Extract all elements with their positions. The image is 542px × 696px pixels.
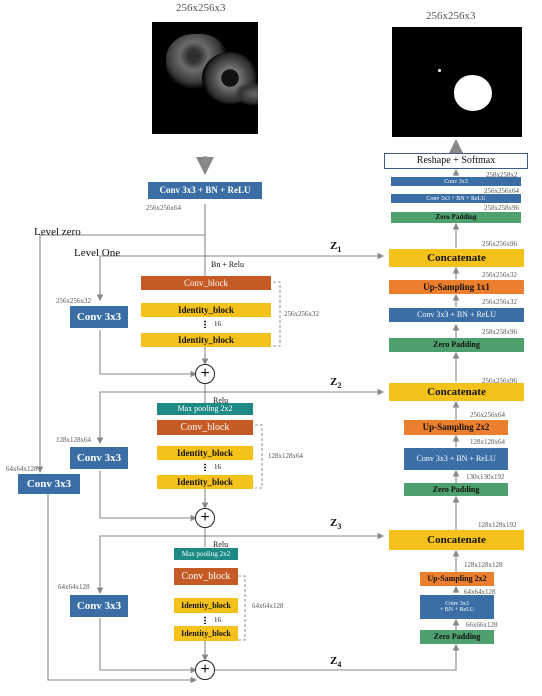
dec-zp1-size: 258x258x96	[482, 328, 517, 336]
l2-add-icon: +	[195, 508, 215, 528]
dec-concat1-size: 256x256x96	[482, 240, 517, 248]
l3-conv-block: Conv_block	[174, 568, 238, 585]
dec-top-conv-bn-size: 256x256x64	[484, 187, 519, 195]
l2-conv-block: Conv_block	[157, 420, 253, 435]
l3-identity-block-2: Identity_block	[174, 626, 238, 641]
l1-add-icon: +	[195, 364, 215, 384]
dec-up1-size: 256x256x32	[482, 271, 517, 279]
dec-up2-size: 256x256x64	[470, 411, 505, 419]
dec-conv2: Conv 3x3 + BN + ReLU	[404, 448, 508, 470]
l1-conv-block: Conv_block	[141, 276, 271, 290]
l1-skip-size: 256x256x32	[56, 297, 91, 305]
input-mri-image	[152, 22, 258, 134]
l2-brace-size: 128x128x64	[268, 452, 303, 460]
l1-identity-block-1: Identity_block	[141, 303, 271, 317]
l3-skip-down	[99, 618, 198, 674]
l3-ellipsis	[204, 616, 206, 624]
dec-zero-padding-3: Zero Padding	[420, 630, 494, 644]
level-one-line	[96, 255, 205, 302]
brace-l3	[238, 575, 246, 641]
l3-brace-size: 64x64x128	[252, 602, 284, 610]
dec-conv3-line1: Conv 3x3	[445, 601, 469, 607]
l2-skip-conv: Conv 3x3	[70, 447, 128, 469]
input-size-label: 256x256x3	[176, 2, 226, 14]
l2-maxpool: Max pooling 2x2	[157, 403, 253, 415]
l1-skip-down	[99, 330, 198, 378]
brace-l2	[255, 424, 263, 489]
dec-concat1: Concatenate	[389, 249, 524, 267]
l3-skip-conv: Conv 3x3	[70, 595, 128, 617]
dec-top-zp-size: 258x258x96	[484, 204, 519, 212]
relu-label-2: Relu	[213, 540, 229, 549]
l3-repeat-count: 16	[214, 616, 221, 624]
dec-conv1: Conv 3x3 + BN + ReLU	[389, 308, 524, 322]
l2-skip-down	[99, 471, 198, 522]
dec-top-conv: Conv 3x3	[391, 177, 521, 186]
brace-l1	[273, 281, 281, 347]
l1-repeat-count: 16	[214, 320, 221, 328]
l1-skip-conv: Conv 3x3	[70, 306, 128, 328]
dec-concat2-size: 256x256x96	[482, 377, 517, 385]
dec-conv3-size: 64x64x128	[464, 588, 496, 596]
dec-concat3: Concatenate	[389, 530, 524, 550]
dec-top-conv-size: 258x258x2	[486, 171, 518, 179]
dec-reshape-softmax: Reshape + Softmax	[384, 153, 528, 169]
dec-conv3: Conv 3x3 + BN + ReLU	[420, 595, 494, 619]
l1-brace-size: 256x256x32	[284, 310, 319, 318]
l3-branch	[96, 535, 205, 595]
enc-top-conv: Conv 3x3 + BN + ReLU	[148, 182, 262, 199]
dec-zero-padding-1: Zero Padding	[389, 338, 524, 352]
level-zero-label: Level zero	[34, 226, 81, 238]
l0-skip-conv: Conv 3x3	[18, 474, 80, 494]
l2-ellipsis	[204, 463, 206, 471]
l1-identity-block-2: Identity_block	[141, 333, 271, 347]
l3-maxpool: Max pooling 2x2	[174, 548, 238, 560]
l3-identity-block-1: Identity_block	[174, 598, 238, 613]
dec-concat3-size: 128x128x192	[478, 521, 517, 529]
dec-zero-padding-2: Zero Padding	[404, 483, 508, 496]
dec-up3-size: 128x128x128	[464, 561, 503, 569]
dec-up-sampling-3: Up-Sampling 2x2	[420, 572, 494, 586]
level-zero-line	[36, 234, 205, 474]
l2-repeat-count: 16	[214, 463, 221, 471]
l3-add-icon: +	[195, 660, 215, 680]
l0-skip-size: 64x64x128	[6, 465, 38, 473]
dec-top-zero-padding: Zero Padding	[391, 212, 521, 223]
z4-line	[215, 643, 460, 671]
enc-top-conv-size: 256x256x64	[146, 204, 181, 212]
l2-identity-block-2: Identity_block	[157, 475, 253, 489]
dec-zp3-size: 66x66x128	[466, 621, 498, 629]
dec-top-conv-bn: Conv 3x3 + BN + ReLU	[391, 194, 521, 203]
dec-up-sampling-1: Up-Sampling 1x1	[389, 280, 524, 294]
l1-ellipsis	[204, 320, 206, 328]
dec-concat2: Concatenate	[389, 383, 524, 401]
dec-zp2-size: 130x130x192	[466, 473, 505, 481]
l2-branch	[96, 391, 205, 445]
output-mask-image	[392, 27, 522, 137]
level-zero-return	[47, 493, 198, 684]
relu-label-1: Relu	[213, 396, 229, 405]
l2-skip-size: 128x128x64	[56, 436, 91, 444]
dec-conv1-size: 256x256x32	[482, 298, 517, 306]
z3-label: Z3	[330, 517, 342, 532]
dec-conv2-size: 128x128x64	[470, 438, 505, 446]
output-size-label: 256x256x3	[426, 10, 476, 22]
z1-label: Z1	[330, 240, 342, 255]
l3-skip-size: 64x64x128	[58, 583, 90, 591]
dec-conv3-line2: + BN + ReLU	[439, 607, 475, 613]
level-one-label: Level One	[74, 247, 121, 259]
l2-identity-block-1: Identity_block	[157, 446, 253, 460]
dec-up-sampling-2: Up-Sampling 2x2	[404, 420, 508, 435]
bn-relu-label: Bn + Relu	[211, 260, 244, 269]
z4-label: Z4	[330, 655, 342, 670]
z2-label: Z2	[330, 376, 342, 391]
